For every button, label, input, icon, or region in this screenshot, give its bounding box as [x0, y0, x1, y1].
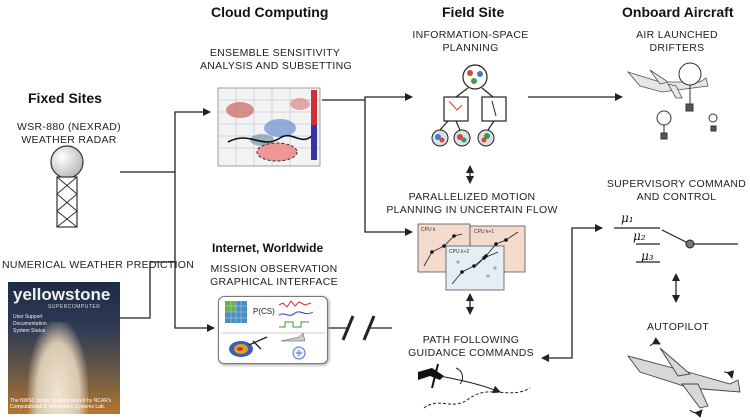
ensemble-to-field-line: [322, 93, 413, 101]
path-to-supervisory-line: [541, 224, 603, 362]
link-break-symbol: [341, 315, 376, 341]
mission-gui-panel[interactable]: P(CS): [218, 296, 328, 364]
header-cloud-computing: Cloud Computing: [211, 4, 329, 20]
nwp-to-cloud-line: [120, 261, 175, 319]
header-field-site: Field Site: [442, 4, 505, 20]
yellowstone-menu: User Support Documentation System Status: [13, 314, 47, 335]
pcs-label: P(CS): [253, 307, 275, 316]
caption-nwp: NUMERICAL WEATHER PREDICTION: [2, 259, 195, 271]
header-fixed-sites: Fixed Sites: [28, 90, 102, 106]
yellowstone-supercomputer-image: yellowstone SUPERCOMPUTER User Support D…: [8, 282, 120, 414]
yellowstone-subtitle: SUPERCOMPUTER: [48, 304, 101, 310]
yellowstone-footer: The NWSC facility is administered by NCA…: [10, 398, 112, 410]
caption-autopilot: AUTOPILOT: [646, 321, 710, 333]
yellowstone-title: yellowstone: [13, 285, 111, 304]
caption-radar: WSR-880 (NEXRAD)WEATHER RADAR: [17, 121, 121, 146]
header-onboard-aircraft: Onboard Aircraft: [622, 4, 734, 20]
header-internet-worldwide: Internet, Worldwide: [212, 241, 324, 255]
bus-to-gui-line: [174, 172, 215, 332]
field-bus-line: [364, 100, 413, 236]
radar-to-cloud-line: [120, 108, 211, 173]
yellowstone-menu-item: User Support: [13, 314, 43, 320]
yellowstone-menu-item: System Status: [13, 328, 46, 334]
yellowstone-menu-item: Documentation: [13, 321, 47, 327]
